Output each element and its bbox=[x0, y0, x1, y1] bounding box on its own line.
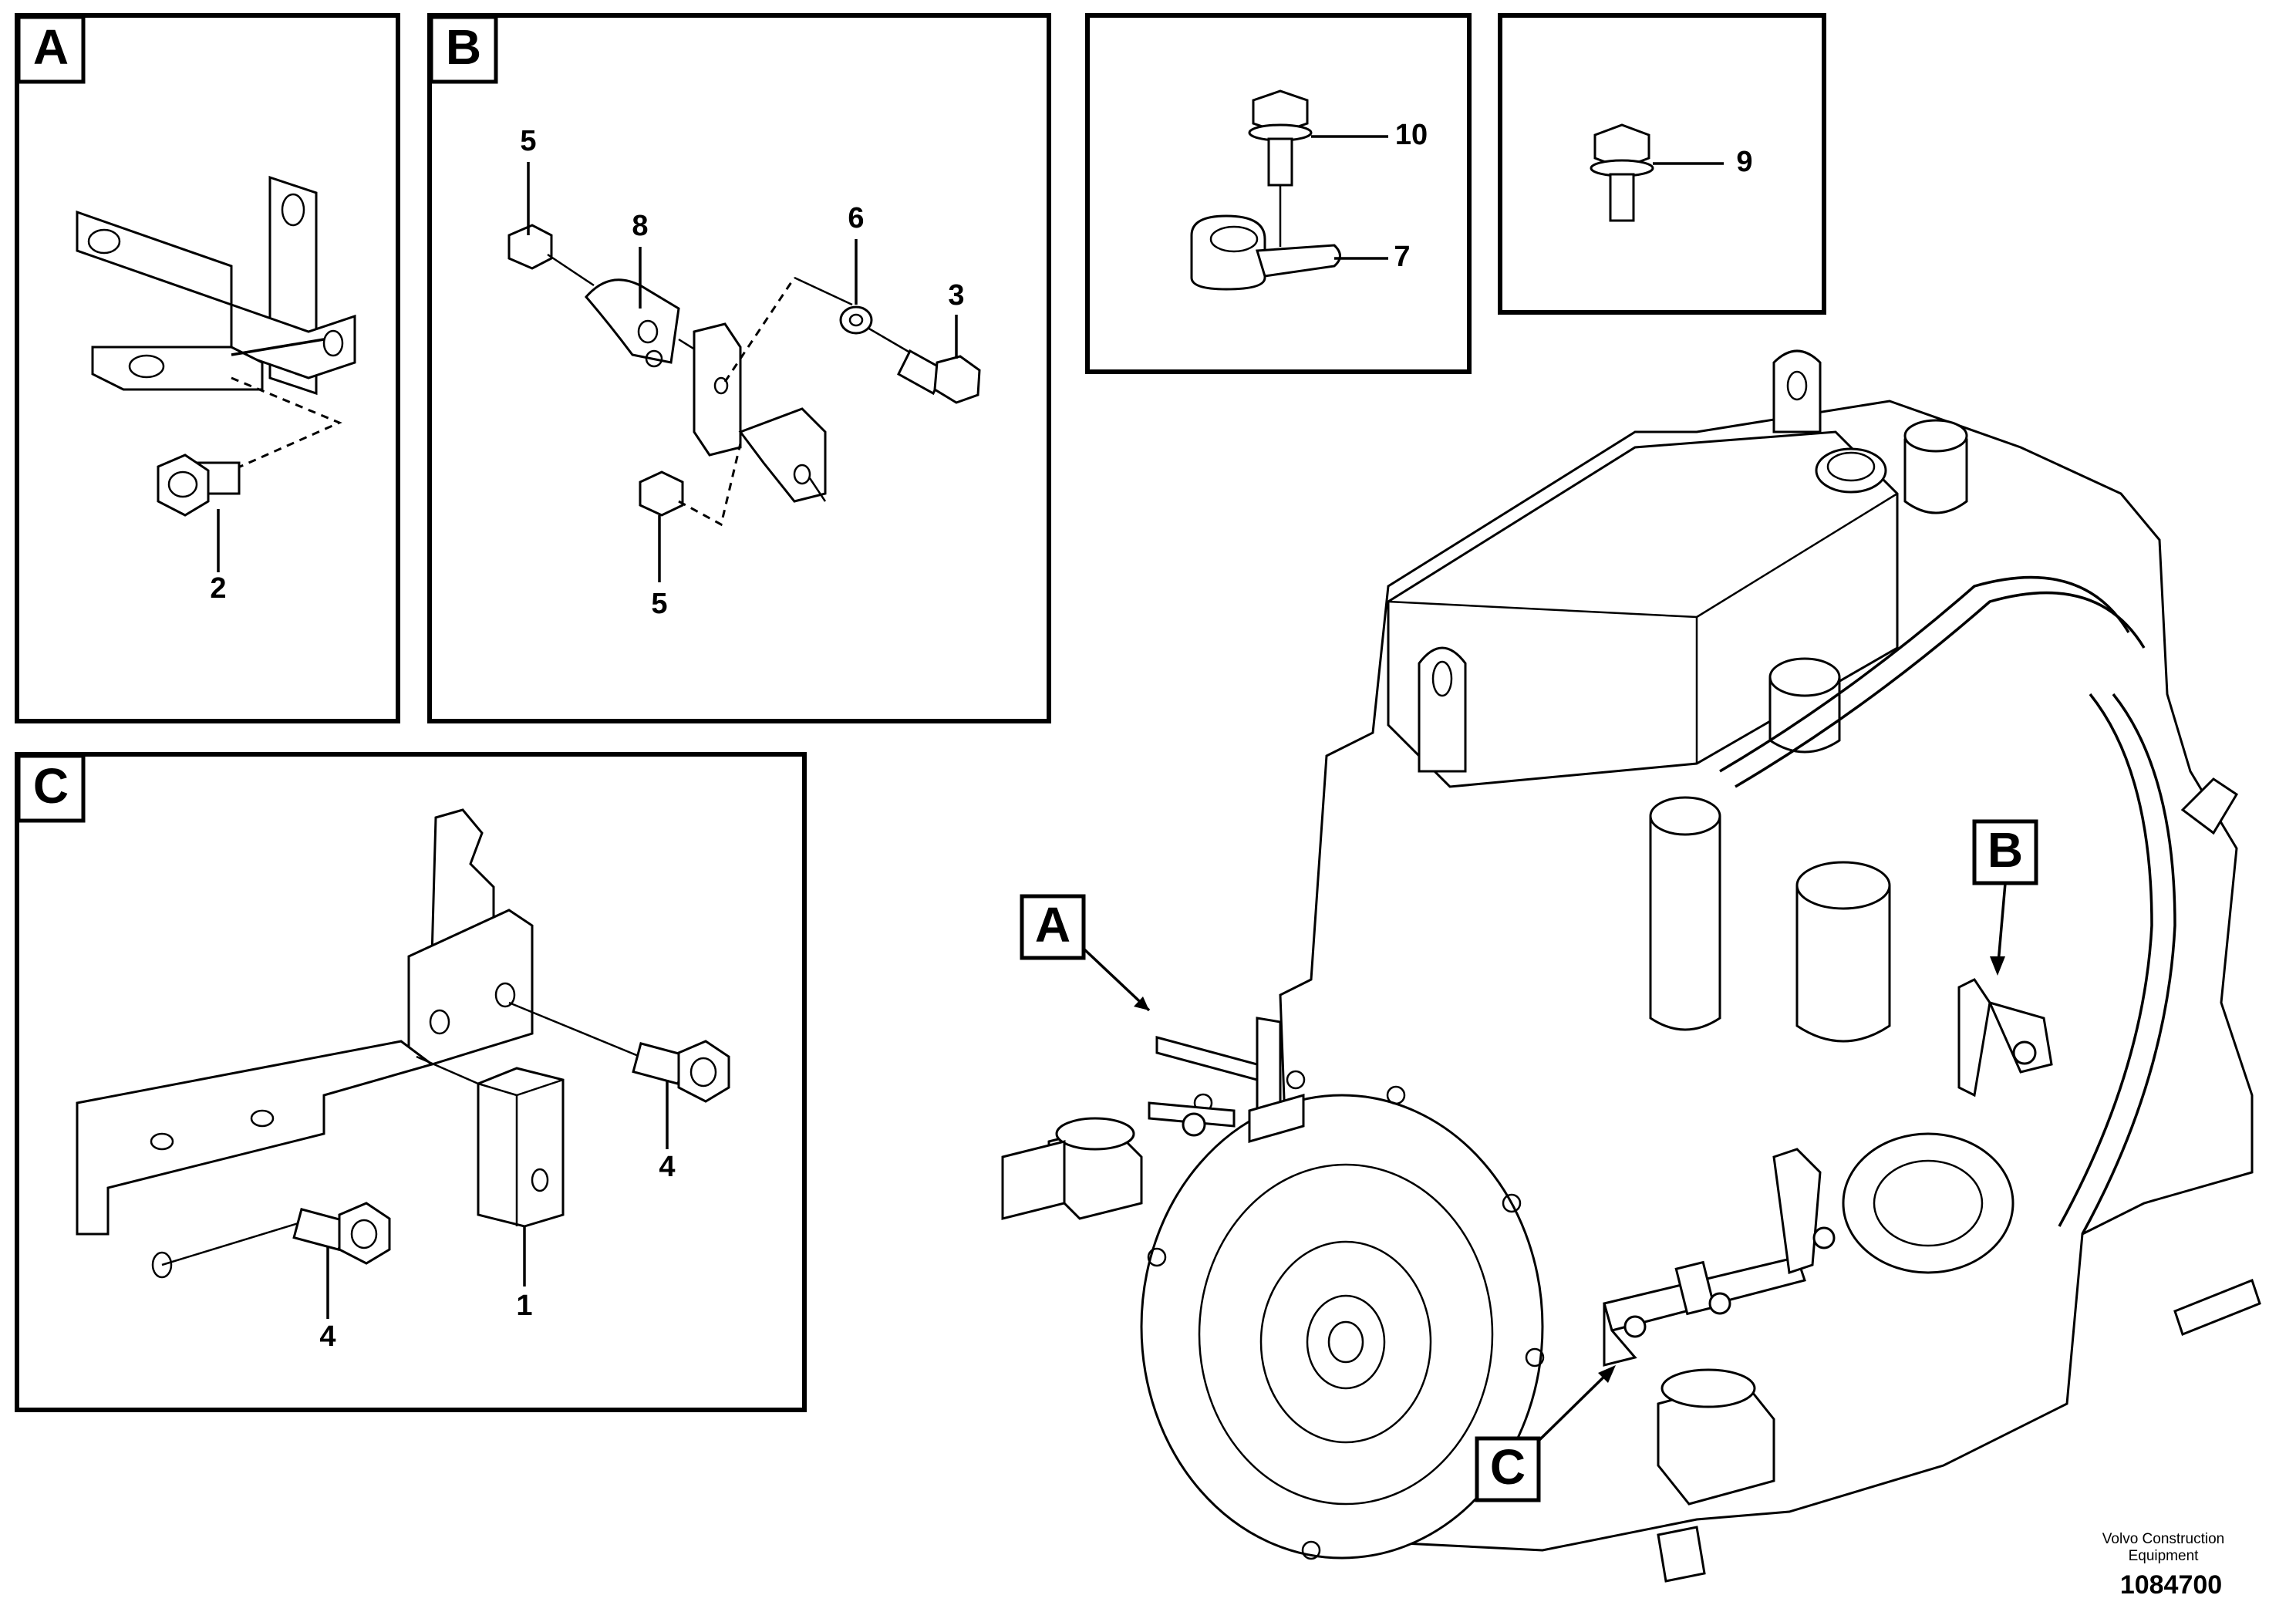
brand-credit: Volvo Construction Equipment bbox=[2075, 1531, 2252, 1565]
bolt-9 bbox=[1590, 123, 1654, 222]
bracket-a bbox=[76, 175, 356, 396]
bracket-b bbox=[693, 322, 827, 503]
part-label-1: 1 bbox=[516, 1290, 532, 1322]
part-label-9: 9 bbox=[1736, 146, 1752, 178]
part-label-10: 10 bbox=[1395, 119, 1428, 151]
part-label-8: 8 bbox=[632, 210, 648, 242]
svg-text:B: B bbox=[1988, 822, 2023, 878]
panel-a: A 2 bbox=[15, 13, 400, 723]
bolt-4-left bbox=[292, 1202, 391, 1265]
engine-bracket-b bbox=[1957, 978, 2053, 1098]
engine-bracket-c bbox=[1603, 1148, 1836, 1367]
svg-text:A: A bbox=[1035, 897, 1070, 953]
part-label-4-left: 4 bbox=[319, 1320, 335, 1353]
panel-c-letter: C bbox=[33, 758, 69, 814]
document-number: 1084700 bbox=[2119, 1570, 2223, 1600]
panel-a-letter: A bbox=[33, 19, 69, 75]
panel-top-middle: 10 7 bbox=[1085, 13, 1472, 374]
panel-top-right: 9 bbox=[1498, 13, 1826, 315]
bolt-a bbox=[157, 454, 241, 517]
callout-b: B bbox=[1972, 819, 2038, 976]
part-label-6: 6 bbox=[848, 202, 864, 234]
clip-8 bbox=[585, 278, 680, 364]
callout-c: C bbox=[1475, 1365, 1616, 1502]
part-label-2: 2 bbox=[210, 572, 226, 605]
bolt-4-right bbox=[632, 1040, 730, 1103]
spacer-1 bbox=[477, 1067, 565, 1228]
washer-6 bbox=[839, 305, 873, 335]
panel-b: B 5 8 6 3 bbox=[427, 13, 1051, 723]
panel-b-letter: B bbox=[446, 19, 481, 75]
callout-a: A bbox=[1020, 894, 1151, 1012]
engine-illustration bbox=[1001, 349, 2261, 1583]
svg-text:C: C bbox=[1490, 1439, 1526, 1495]
nut-top bbox=[507, 224, 553, 270]
engine-bracket-a bbox=[1148, 1017, 1305, 1143]
part-label-5-bottom: 5 bbox=[651, 588, 667, 620]
bracket-c bbox=[76, 808, 534, 1279]
part-label-3: 3 bbox=[948, 279, 964, 312]
bolt-10 bbox=[1248, 89, 1313, 187]
part-label-5-top: 5 bbox=[520, 125, 536, 157]
bolt-3 bbox=[897, 349, 981, 404]
nut-bottom bbox=[639, 470, 684, 517]
brand-line-1: Volvo Construction bbox=[2102, 1531, 2225, 1547]
part-label-4-right: 4 bbox=[659, 1151, 675, 1183]
part-label-7: 7 bbox=[1394, 241, 1410, 273]
clamp-7 bbox=[1190, 214, 1341, 291]
brand-line-2: Equipment bbox=[2128, 1548, 2199, 1564]
panel-c: C 1 4 bbox=[15, 752, 807, 1412]
